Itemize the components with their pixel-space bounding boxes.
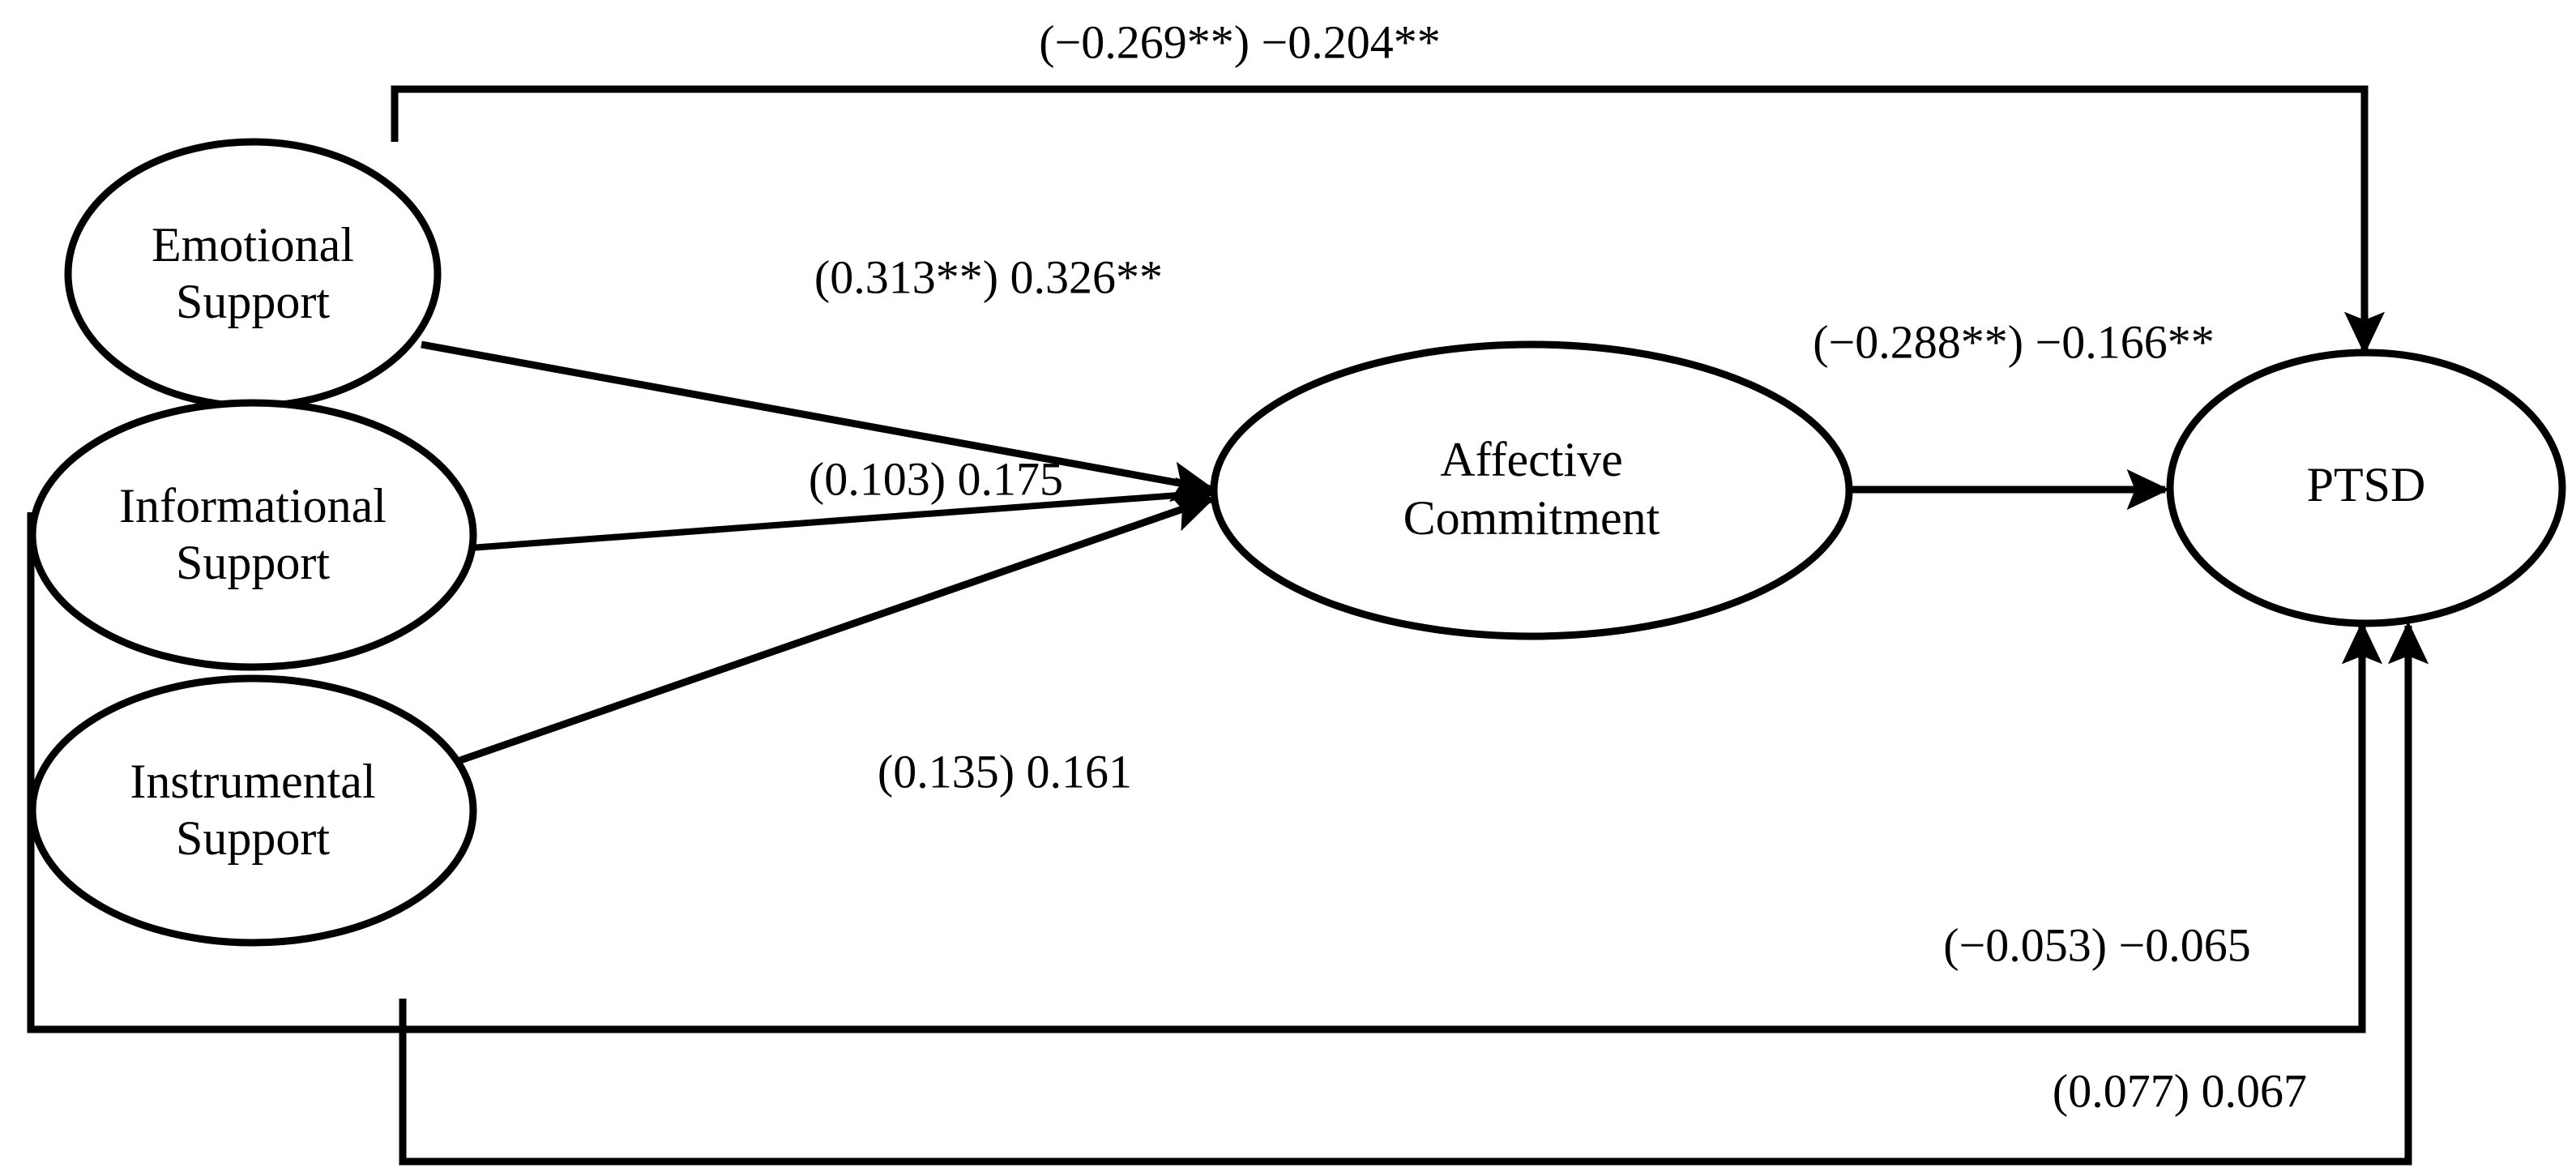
edge-label-emotional-support-to-affective-commitment: (0.313**) 0.326** [814, 250, 1163, 303]
edge-path-emotional-support-to-ptsd [391, 85, 2386, 355]
node-label-informational-support-line2: Support [176, 536, 330, 589]
node-label-ptsd: PTSD [2307, 458, 2426, 511]
node-shape-affective-commitment [1210, 340, 1853, 640]
node-label-emotional-support-line2: Support [176, 275, 330, 328]
node-label-instrumental-support-line1: Instrumental [130, 755, 375, 808]
node-shape-informational-support [28, 399, 477, 671]
node-label-emotional-support-line1: Emotional [152, 218, 354, 272]
edge-label-informational-support-to-ptsd: (−0.053) −0.065 [1943, 918, 2251, 971]
node-label-affective-commitment-line1: Affective [1440, 433, 1622, 486]
edge-label-instrumental-support-to-affective-commitment: (0.135) 0.161 [878, 745, 1132, 798]
edge-path-informational-support-to-affective-commitment [469, 477, 1215, 551]
node-shape-ptsd [2166, 349, 2566, 627]
node-label-affective-commitment-line2: Commitment [1403, 491, 1660, 545]
node-emotional-support[interactable]: Emotional Support [64, 138, 442, 410]
node-label-informational-support-line1: Informational [119, 479, 387, 533]
edge-label-informational-support-to-affective-commitment: (0.103) 0.175 [809, 452, 1063, 505]
node-ptsd[interactable]: PTSD [2166, 349, 2566, 627]
node-informational-support[interactable]: Informational Support [28, 399, 477, 671]
edge-label-instrumental-support-to-ptsd: (0.077) 0.067 [2053, 1064, 2307, 1117]
edge-path-instrumental-support-to-ptsd [399, 621, 2429, 1166]
edge-path-informational-support-to-ptsd [27, 512, 2383, 1033]
edge-label-emotional-support-to-ptsd: (−0.269**) −0.204** [1039, 15, 1441, 68]
edge-path-emotional-support-to-affective-commitment [421, 340, 1215, 503]
node-instrumental-support[interactable]: Instrumental Support [28, 674, 477, 947]
edge-path-instrumental-support-to-affective-commitment [459, 492, 1215, 764]
node-label-instrumental-support-line2: Support [176, 811, 330, 865]
node-shape-instrumental-support [28, 674, 477, 947]
edge-label-affective-commitment-to-ptsd: (−0.288**) −0.166** [1813, 315, 2215, 368]
node-affective-commitment[interactable]: Affective Commitment [1210, 340, 1853, 640]
